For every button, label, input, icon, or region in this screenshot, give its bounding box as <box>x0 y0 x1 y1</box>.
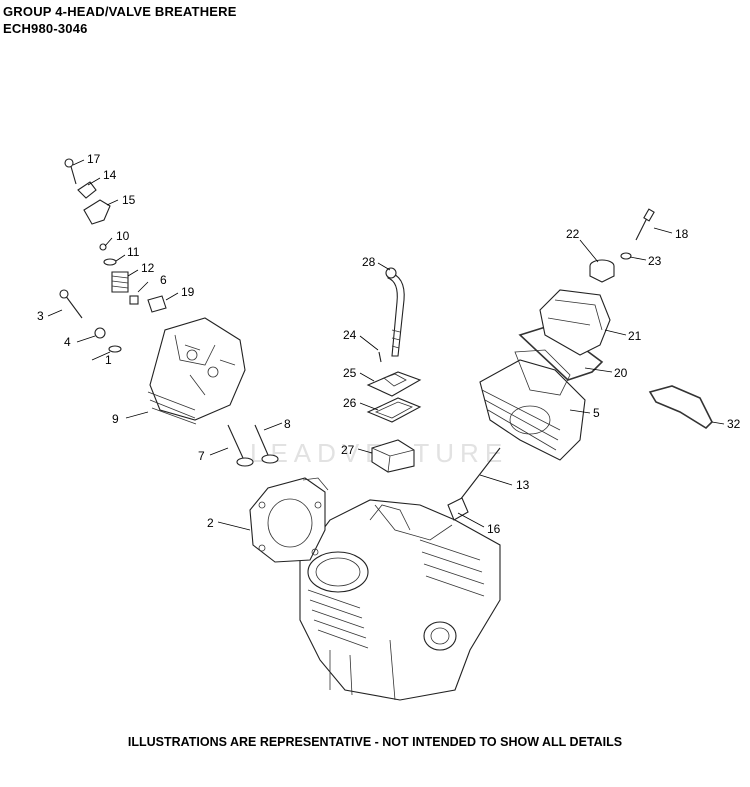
left-cylinder-head-drawing <box>147 317 246 425</box>
pushrod-drawing <box>447 447 501 521</box>
callout-26: 26 <box>343 396 357 410</box>
callout-12: 12 <box>141 261 155 275</box>
oil-fill-parts-drawing <box>589 208 655 283</box>
callout-11: 11 <box>127 245 140 259</box>
callout-2: 2 <box>207 516 214 530</box>
callout-27: 27 <box>341 443 355 457</box>
callout-21: 21 <box>628 329 642 343</box>
leader-lines <box>47 159 725 531</box>
callout-20: 20 <box>614 366 628 380</box>
callout-6: 6 <box>160 273 167 287</box>
left-head-gasket-drawing <box>249 477 329 563</box>
callout-23: 23 <box>648 254 662 268</box>
callout-5: 5 <box>593 406 600 420</box>
callout-9: 9 <box>112 412 119 426</box>
callout-4: 4 <box>64 335 71 349</box>
callout-1: 1 <box>105 353 112 367</box>
valve-cover-drawing <box>539 289 611 356</box>
callout-15: 15 <box>122 193 136 207</box>
callout-17: 17 <box>87 152 101 166</box>
callout-10: 10 <box>116 229 130 243</box>
callout-18: 18 <box>675 227 689 241</box>
engine-block-drawing <box>299 499 501 701</box>
callout-32: 32 <box>727 417 741 431</box>
callout-13: 13 <box>516 478 530 492</box>
callout-19: 19 <box>181 285 195 299</box>
right-cylinder-head-drawing <box>479 349 586 461</box>
callout-24: 24 <box>343 328 357 342</box>
callout-7: 7 <box>198 449 205 463</box>
model-number: ECH980-3046 <box>3 21 88 36</box>
callout-16: 16 <box>487 522 501 536</box>
valves-drawing <box>227 424 279 467</box>
callout-labels: 1 2 3 4 5 6 7 8 9 10 11 12 13 14 15 16 1… <box>37 152 741 536</box>
callout-8: 8 <box>284 417 291 431</box>
breather-parts-drawing <box>366 267 422 473</box>
diagram-title: GROUP 4-HEAD/VALVE BREATHERE <box>3 4 237 19</box>
callout-25: 25 <box>343 366 357 380</box>
right-head-gasket-drawing <box>648 385 713 430</box>
callout-22: 22 <box>566 227 580 241</box>
callout-14: 14 <box>103 168 117 182</box>
disclaimer-note: ILLUSTRATIONS ARE REPRESENTATIVE - NOT I… <box>127 735 623 749</box>
callout-3: 3 <box>37 309 44 323</box>
left-rocker-parts-drawing <box>59 158 167 353</box>
callout-28: 28 <box>362 255 376 269</box>
